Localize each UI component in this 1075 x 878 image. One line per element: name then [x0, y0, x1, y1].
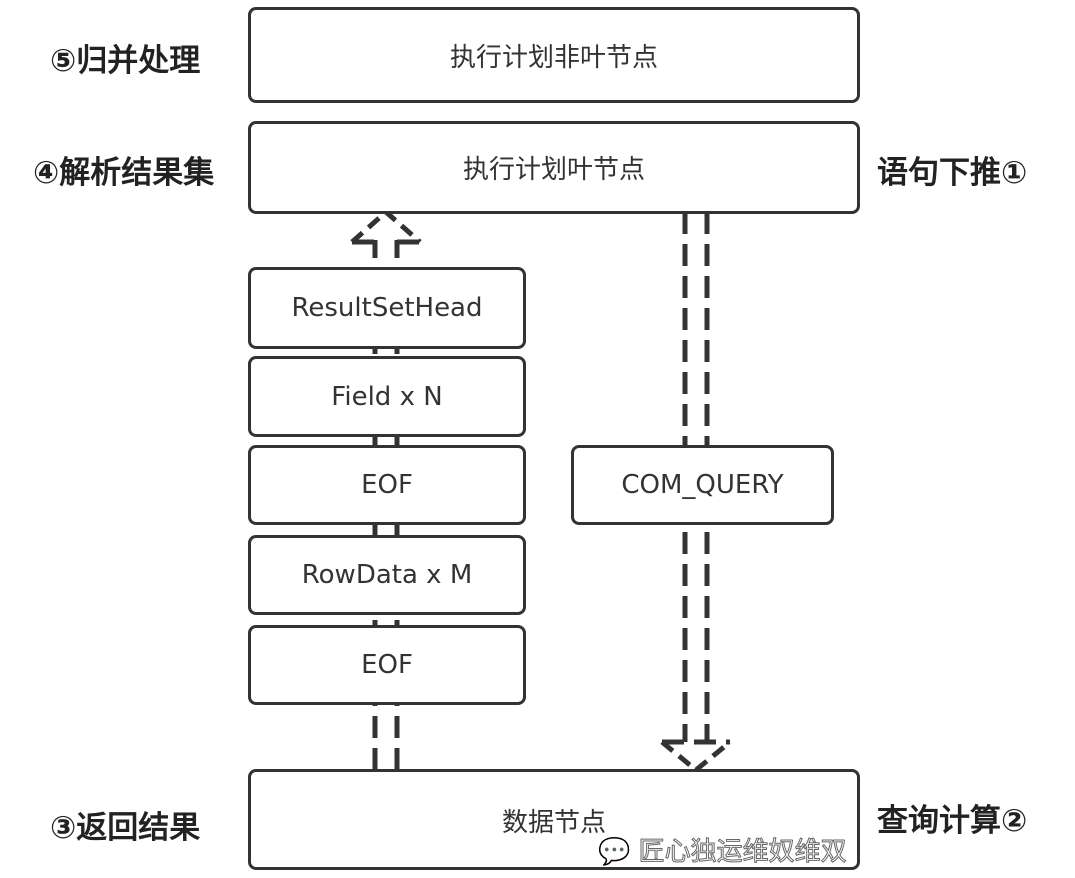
watermark-text: 匠心独运维奴维双: [638, 837, 847, 867]
leaf-node: 执行计划叶节点: [248, 121, 860, 214]
data-node: 数据节点: [248, 769, 860, 870]
step-4-label: ④解析结果集: [33, 155, 215, 191]
non-leaf-node: 执行计划非叶节点: [248, 7, 860, 103]
packet-resultsethead: ResultSetHead: [248, 267, 526, 349]
packet-eof: EOF: [248, 445, 526, 525]
step-5-label: ⑤归并处理: [50, 43, 201, 79]
step-1-label: 语句下推①: [877, 155, 1028, 191]
packet-rowdata: RowData x M: [248, 535, 526, 615]
packet-com-query: COM_QUERY: [571, 445, 834, 525]
step-2-label: 查询计算②: [877, 803, 1028, 839]
wechat-icon: 💬: [597, 837, 631, 867]
watermark: 💬 匠心独运维奴维双: [597, 837, 847, 867]
packet-field: Field x N: [248, 356, 526, 437]
step-3-label: ③返回结果: [50, 810, 201, 846]
packet-eof-final: EOF: [248, 625, 526, 705]
